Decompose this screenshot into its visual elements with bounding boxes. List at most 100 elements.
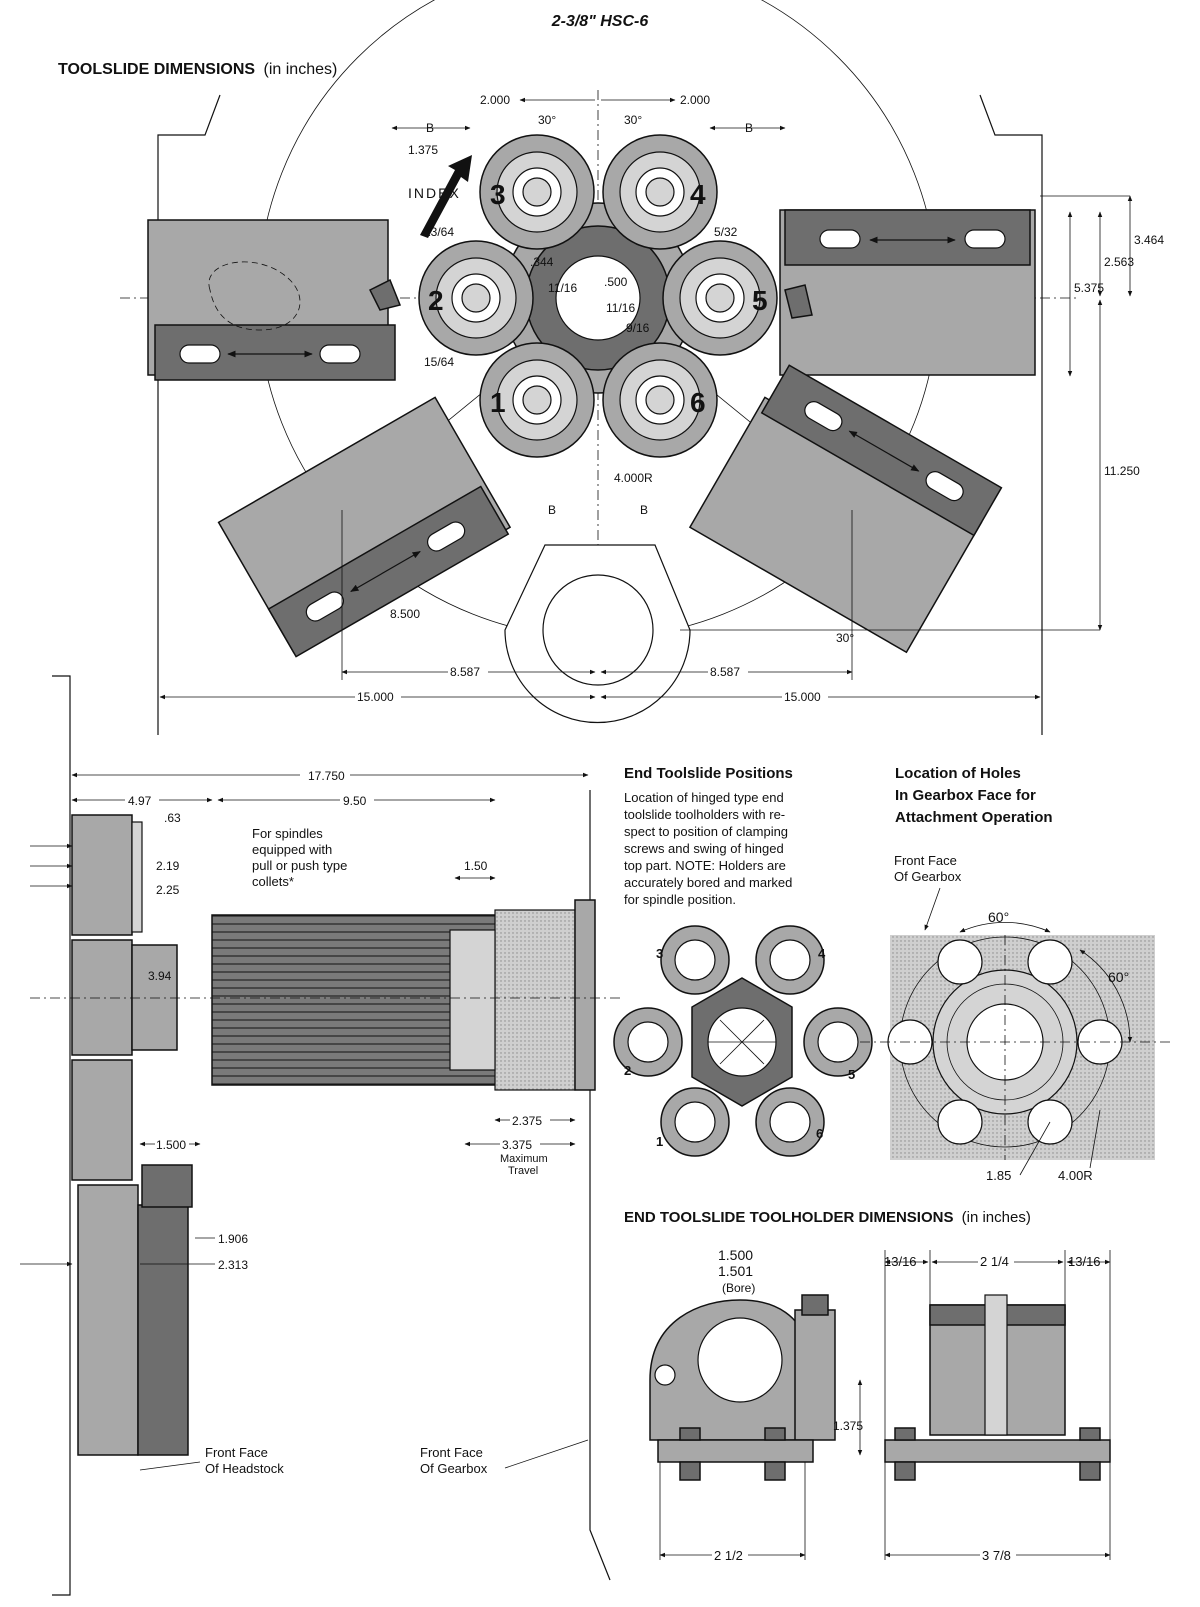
headstock-label: Front Face	[205, 1445, 268, 1460]
position-2: 2	[624, 1063, 631, 1078]
dim-219: 2.19	[156, 859, 180, 873]
toolslide-bottom-left	[217, 396, 512, 658]
dim-400r: 4.00R	[1058, 1168, 1093, 1183]
gearbox-face-label: Front Face	[894, 853, 957, 868]
spindle-5: 5	[662, 240, 778, 356]
dim-2000-left: 2.000	[480, 93, 510, 107]
dim-b-bottom-left: B	[548, 503, 556, 517]
dim-394: 3.94	[148, 969, 172, 983]
svg-text:6: 6	[690, 387, 706, 418]
dim-13-16-left: 13/16	[884, 1254, 917, 1269]
dim-15000-left: 15.000	[357, 690, 394, 704]
svg-text:Travel: Travel	[508, 1165, 538, 1177]
dim-344: .344	[530, 255, 554, 269]
dim-2563: 2.563	[1104, 255, 1134, 269]
dim-150: 1.50	[464, 859, 488, 873]
spindle-2: 2	[418, 240, 534, 356]
dim-497: 4.97	[128, 794, 152, 808]
toolslide-section: TOOLSLIDE DIMENSIONS (in inches)	[58, 0, 1164, 735]
spindle-1: 1	[479, 342, 595, 458]
svg-text:Of Gearbox: Of Gearbox	[894, 869, 962, 884]
dim-2000-right: 2.000	[680, 93, 710, 107]
angle-30-left: 30°	[538, 113, 556, 127]
frame-right	[979, 94, 1043, 735]
holder-side-view	[884, 1294, 1111, 1481]
spindle-6: 6	[602, 342, 718, 458]
position-3: 3	[656, 946, 663, 961]
angle-30-right: 30°	[624, 113, 642, 127]
end-positions-title: End Toolslide Positions	[624, 765, 793, 782]
dim-63: .63	[164, 811, 181, 825]
dim-13-64: 13/64	[424, 225, 454, 239]
dim-b-right: B	[745, 121, 753, 135]
svg-text:4: 4	[690, 179, 706, 210]
index-arrow-icon	[420, 155, 472, 238]
svg-text:2: 2	[428, 285, 444, 316]
dim-2-1-2: 2 1/2	[714, 1548, 743, 1563]
end-positions-text: Location of hinged type end toolslide to…	[624, 790, 796, 907]
angle-60-right: 60°	[1108, 969, 1129, 985]
dim-1375: 1.375	[408, 143, 438, 157]
dim-8587-right: 8.587	[710, 665, 740, 679]
dim-5375: 5.375	[1074, 281, 1104, 295]
holder-title: END TOOLSLIDE TOOLHOLDER DIMENSIONS (in …	[624, 1209, 1031, 1226]
dim-15000-right: 15.000	[784, 690, 821, 704]
dim-13-16-right: 13/16	[1068, 1254, 1101, 1269]
dim-holder-1375: 1.375	[833, 1419, 863, 1433]
dim-11-16-a: 11/16	[548, 281, 577, 295]
holes-section: Location of Holes In Gearbox Face for At…	[860, 765, 1170, 1183]
dim-2375: 2.375	[512, 1114, 542, 1128]
dim-4000r: 4.000R	[614, 471, 653, 485]
page-title: 2-3/8" HSC-6	[551, 13, 649, 30]
holder-front-view	[649, 1294, 836, 1481]
position-4: 4	[818, 946, 826, 961]
position-6: 6	[816, 1126, 823, 1141]
spindle-4: 4	[602, 134, 718, 250]
collet-tube	[494, 909, 576, 1091]
position-5: 5	[848, 1067, 855, 1082]
end-positions-section: End Toolslide Positions Location of hing…	[613, 765, 873, 1157]
dim-17750: 17.750	[308, 769, 345, 783]
dim-5-32: 5/32	[714, 225, 738, 239]
end-positions-diagram: 1 2 3 4 5 6	[613, 925, 873, 1157]
bore-1500: 1.500	[718, 1247, 753, 1263]
svg-text:5: 5	[752, 285, 768, 316]
dim-9-16: 9/16	[626, 321, 650, 335]
bore-1501: 1.501	[718, 1263, 753, 1279]
dim-225: 2.25	[156, 883, 180, 897]
side-view-section: 17.750 4.97 9.50 3.94 .63 2.19 2.25 For …	[20, 675, 620, 1596]
dim-1906: 1.906	[218, 1232, 248, 1246]
bore-label: (Bore)	[722, 1281, 755, 1295]
dim-8587-left: 8.587	[450, 665, 480, 679]
dim-3-7-8: 3 7/8	[982, 1548, 1011, 1563]
svg-text:Of Gearbox: Of Gearbox	[420, 1461, 488, 1476]
dim-2-1-4: 2 1/4	[980, 1254, 1009, 1269]
svg-text:3: 3	[490, 179, 506, 210]
angle-30-bottom: 30°	[836, 631, 854, 645]
headstock-plate	[71, 814, 133, 936]
dim-b-left: B	[426, 121, 434, 135]
collet-note: For spindles equipped with pull or push …	[252, 826, 351, 889]
toolslide-bottom-right	[688, 364, 1003, 654]
dim-500: .500	[604, 275, 628, 289]
spindle-3: 3	[479, 134, 595, 250]
dim-15-64: 15/64	[424, 355, 454, 369]
dim-b-bottom-right: B	[640, 503, 648, 517]
angle-60-top: 60°	[988, 909, 1009, 925]
dim-3464: 3.464	[1134, 233, 1164, 247]
dim-950: 9.50	[343, 794, 367, 808]
index-label: INDEX	[408, 185, 461, 201]
dim-11-16-b: 11/16	[606, 301, 635, 315]
toolslide-title: TOOLSLIDE DIMENSIONS (in inches)	[58, 61, 337, 78]
max-travel-label: Maximum	[500, 1153, 548, 1165]
toolslide-right	[779, 209, 1036, 376]
svg-text:Of Headstock: Of Headstock	[205, 1461, 284, 1476]
dim-3375: 3.375	[502, 1138, 532, 1152]
dim-1500: 1.500	[156, 1138, 186, 1152]
center-bore	[555, 255, 641, 341]
toolslide-left	[147, 219, 402, 381]
dim-11250: 11.250	[1104, 464, 1140, 478]
holes-title: Location of Holes In Gearbox Face for At…	[895, 765, 1053, 826]
svg-text:1: 1	[490, 387, 506, 418]
